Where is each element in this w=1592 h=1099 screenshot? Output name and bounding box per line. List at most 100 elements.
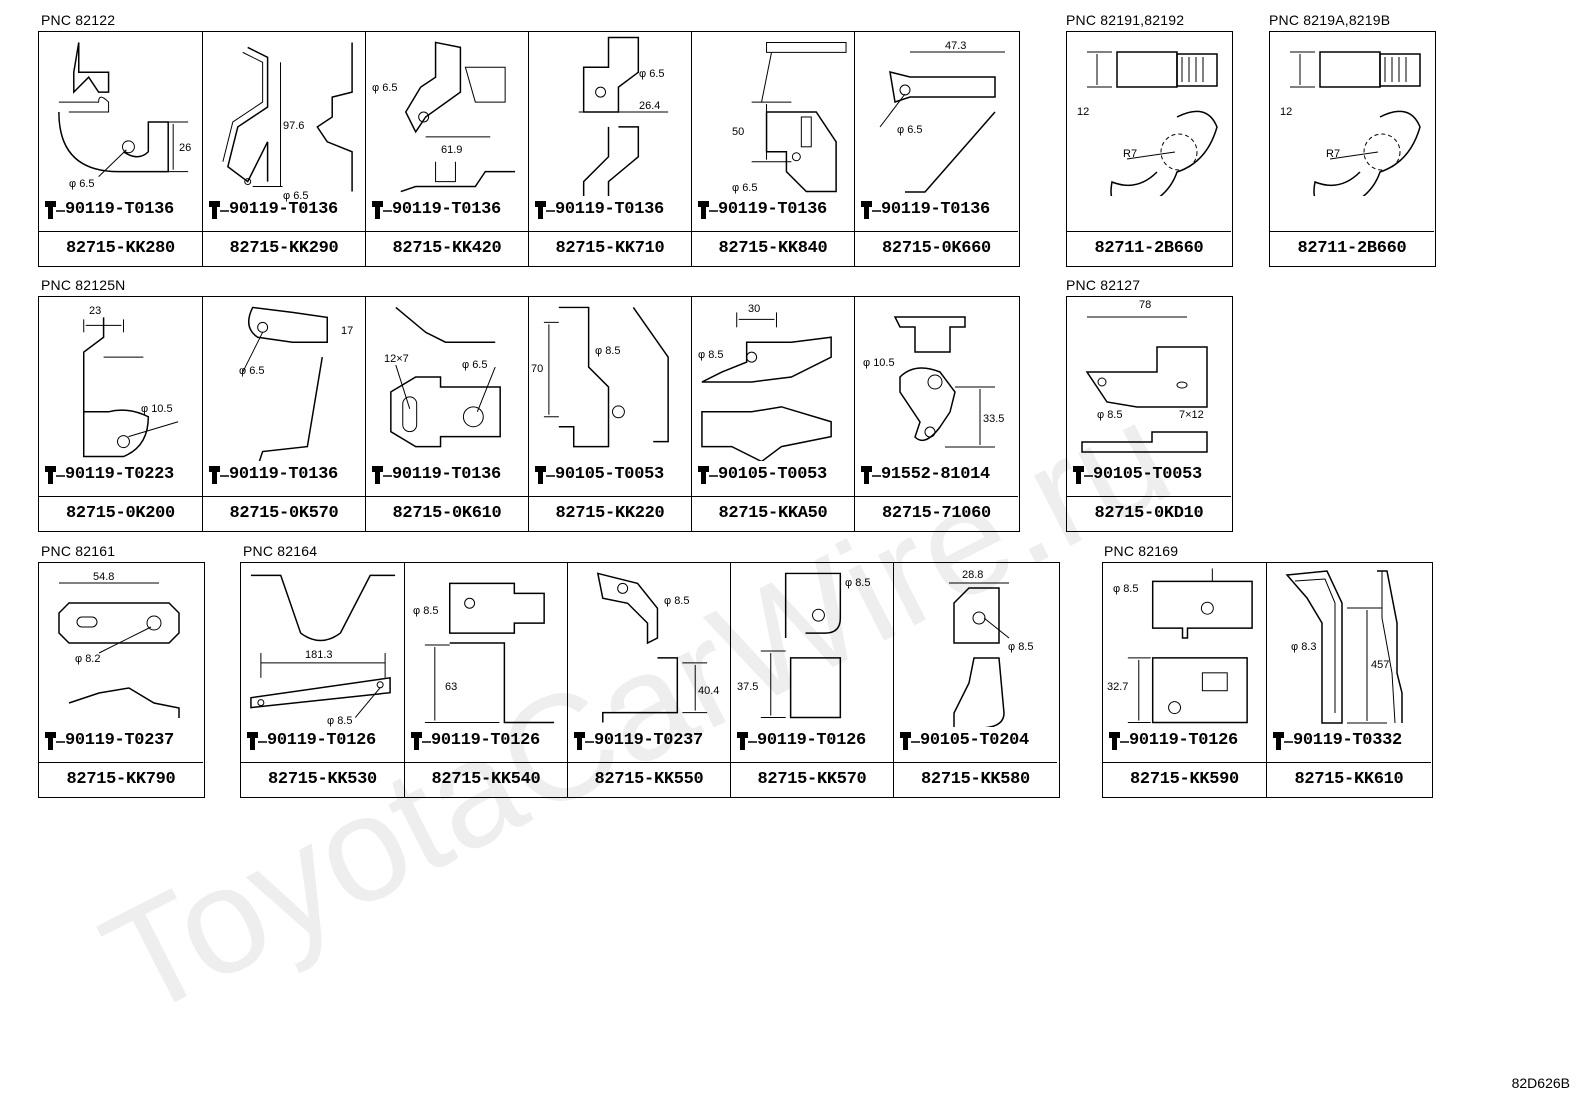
dimension-label: φ 6.5 — [462, 359, 487, 371]
part-number[interactable]: 82715-0K610 — [366, 496, 528, 530]
part-cell[interactable]: φ 8.5 40.4 90119-T0237 82715-KK550 — [568, 563, 731, 797]
diagram-reference-code: 82D626B — [1511, 1075, 1570, 1091]
bolt-part-number: 90119-T0237 — [65, 730, 174, 750]
part-number[interactable]: 82711-2B660 — [1067, 231, 1231, 265]
part-cell[interactable]: 17 φ 6.5 90119-T0136 82715-0K570 — [203, 297, 366, 531]
pnc-label: PNC 82125N — [41, 277, 126, 293]
part-cell[interactable]: φ 8.3 457 90119-T0332 82715-KK610 — [1267, 563, 1431, 797]
part-cell[interactable]: φ 8.5 37.5 90119-T0126 82715-KK570 — [731, 563, 894, 797]
part-cell[interactable]: 23 φ 10.5 90119-T0223 82715-0K200 — [39, 297, 203, 531]
part-number[interactable]: 82715-KK590 — [1103, 762, 1266, 796]
part-number[interactable]: 82715-0K570 — [203, 496, 365, 530]
part-cell[interactable]: 12×7 φ 6.5 90119-T0136 82715-0K610 — [366, 297, 529, 531]
dimension-label: 12×7 — [384, 353, 409, 365]
part-number[interactable]: 82715-KK710 — [529, 231, 691, 265]
part-number[interactable]: 82715-KK840 — [692, 231, 854, 265]
part-number[interactable]: 82715-KK280 — [39, 231, 202, 265]
bolt-part-number: 90105-T0053 — [555, 464, 664, 484]
part-group-82127: 78 φ 8.5 7×12 90105-T0053 82715-0KD10 — [1066, 296, 1233, 532]
part-group-82191: 12 R7 82711-2B660 — [1066, 31, 1233, 267]
part-cell[interactable]: 50 φ 6.5 90119-T0136 82715-KK840 — [692, 32, 855, 266]
dimension-label: 7×12 — [1179, 409, 1204, 421]
part-cell[interactable]: 26 φ 6.5 90119-T0136 82715-KK280 — [39, 32, 203, 266]
part-number[interactable]: 82715-71060 — [855, 496, 1018, 530]
part-number[interactable]: 82715-0K200 — [39, 496, 202, 530]
part-number[interactable]: 82715-KK290 — [203, 231, 365, 265]
part-cell[interactable]: 30 φ 8.5 90105-T0053 82715-KKA50 — [692, 297, 855, 531]
bolt-row: 90119-T0223 — [43, 463, 200, 485]
bolt-part-number: 90119-T0136 — [65, 199, 174, 219]
part-cell[interactable]: 181.3 φ 8.5 90119-T0126 82715-KK530 — [241, 563, 405, 797]
dimension-label: φ 8.5 — [845, 577, 870, 589]
bolt-row: 90105-T0053 — [696, 463, 852, 485]
part-cell[interactable]: 28.8 φ 8.5 90105-T0204 82715-KK580 — [894, 563, 1057, 797]
dimension-label: 97.6 — [283, 120, 304, 132]
dimension-label: R7 — [1123, 148, 1137, 160]
dimension-label: φ 8.5 — [413, 605, 438, 617]
dimension-label: 40.4 — [698, 685, 719, 697]
bolt-part-number: 90119-T0237 — [594, 730, 703, 750]
bracket-drawing — [242, 306, 328, 461]
dimension-label: 47.3 — [945, 40, 966, 52]
bolt-icon — [900, 732, 920, 750]
bolt-icon — [698, 201, 718, 219]
part-number[interactable]: 82715-KK540 — [405, 762, 567, 796]
part-number[interactable]: 82715-KK420 — [366, 231, 528, 265]
bolt-part-number: 90119-T0136 — [229, 464, 338, 484]
dimension-label: φ 8.5 — [664, 595, 689, 607]
part-cell[interactable]: φ 8.5 63 90119-T0126 82715-KK540 — [405, 563, 568, 797]
bolt-part-number: 90119-T0136 — [392, 464, 501, 484]
bolt-icon — [1273, 732, 1293, 750]
part-number[interactable]: 82715-KK610 — [1267, 762, 1431, 796]
part-cell[interactable]: φ 8.5 32.7 90119-T0126 82715-KK590 — [1103, 563, 1267, 797]
dimension-label: 33.5 — [983, 413, 1004, 425]
bracket-drawing — [578, 36, 669, 196]
part-group-82125N: 23 φ 10.5 90119-T0223 82715-0K200 17 φ 6… — [38, 296, 1020, 532]
dimension-label: 37.5 — [737, 681, 758, 693]
part-number[interactable]: 82715-KK790 — [39, 762, 203, 796]
part-cell[interactable]: 78 φ 8.5 7×12 90105-T0053 82715-0KD10 — [1067, 297, 1231, 531]
bracket-drawing — [701, 312, 832, 461]
dimension-label: φ 6.5 — [239, 365, 264, 377]
bolt-row: 90119-T0136 — [207, 463, 363, 485]
dimension-label: φ 6.5 — [732, 182, 757, 194]
bolt-row: 90105-T0053 — [1071, 463, 1229, 485]
part-cell[interactable]: φ 6.5 61.9 90119-T0136 82715-KK420 — [366, 32, 529, 266]
bolt-row: 90119-T0126 — [245, 729, 402, 751]
part-number[interactable]: 82715-0KD10 — [1067, 496, 1231, 530]
part-cell[interactable]: φ 6.5 26.4 90119-T0136 82715-KK710 — [529, 32, 692, 266]
part-number[interactable]: 82711-2B660 — [1270, 231, 1434, 265]
dimension-label: φ 8.3 — [1291, 641, 1316, 653]
bolt-row: 90119-T0136 — [859, 198, 1016, 220]
part-cell[interactable]: 70 φ 8.5 90105-T0053 82715-KK220 — [529, 297, 692, 531]
part-cell[interactable]: 97.6 φ 6.5 90119-T0136 82715-KK290 — [203, 32, 366, 266]
dimension-label: 54.8 — [93, 571, 114, 583]
part-number[interactable]: 82715-KK530 — [241, 762, 404, 796]
bolt-icon — [372, 466, 392, 484]
bolt-icon — [372, 201, 392, 219]
part-number[interactable]: 82715-KK220 — [529, 496, 691, 530]
dimension-label: φ 8.5 — [1008, 641, 1033, 653]
part-cell[interactable]: 47.3 φ 6.5 90119-T0136 82715-0K660 — [855, 32, 1018, 266]
part-cell[interactable]: 12 R7 82711-2B660 — [1270, 32, 1434, 266]
bolt-row: 90119-T0126 — [409, 729, 565, 751]
part-number[interactable]: 82715-0K660 — [855, 231, 1018, 265]
part-cell[interactable]: 12 R7 82711-2B660 — [1067, 32, 1231, 266]
bolt-icon — [737, 732, 757, 750]
bolt-part-number: 90105-T0204 — [920, 730, 1029, 750]
bracket-drawing — [596, 572, 708, 723]
part-number[interactable]: 82715-KK550 — [568, 762, 730, 796]
part-number[interactable]: 82715-KKA50 — [692, 496, 854, 530]
bracket-drawing — [390, 306, 501, 448]
bolt-part-number: 90119-T0136 — [229, 199, 338, 219]
part-cell[interactable]: φ 10.5 33.5 91552-81014 82715-71060 — [855, 297, 1018, 531]
pnc-label: PNC 8219A,8219B — [1269, 12, 1391, 28]
part-cell[interactable]: 54.8 φ 8.2 90119-T0237 82715-KK790 — [39, 563, 203, 797]
part-number[interactable]: 82715-KK580 — [894, 762, 1057, 796]
bolt-row: 90105-T0204 — [898, 729, 1055, 751]
bolt-part-number: 90119-T0126 — [267, 730, 376, 750]
bracket-drawing — [751, 41, 847, 193]
bolt-row: 90119-T0332 — [1271, 729, 1429, 751]
dimension-label: φ 8.5 — [698, 349, 723, 361]
part-number[interactable]: 82715-KK570 — [731, 762, 893, 796]
